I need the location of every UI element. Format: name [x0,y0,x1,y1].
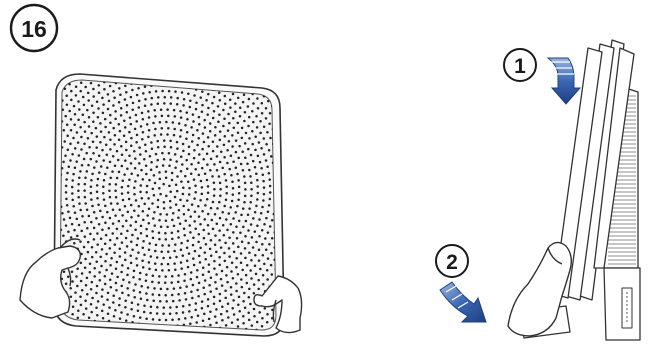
arrow-down-right-icon [440,282,486,322]
arrow-down-icon [548,58,580,104]
step-badge: 16 [11,5,57,51]
callout-1-label: 1 [514,55,526,78]
callout-2-label: 2 [446,251,458,274]
callout-2: 2 [436,245,486,322]
step-number: 16 [21,16,47,42]
callout-1: 1 [504,49,580,104]
